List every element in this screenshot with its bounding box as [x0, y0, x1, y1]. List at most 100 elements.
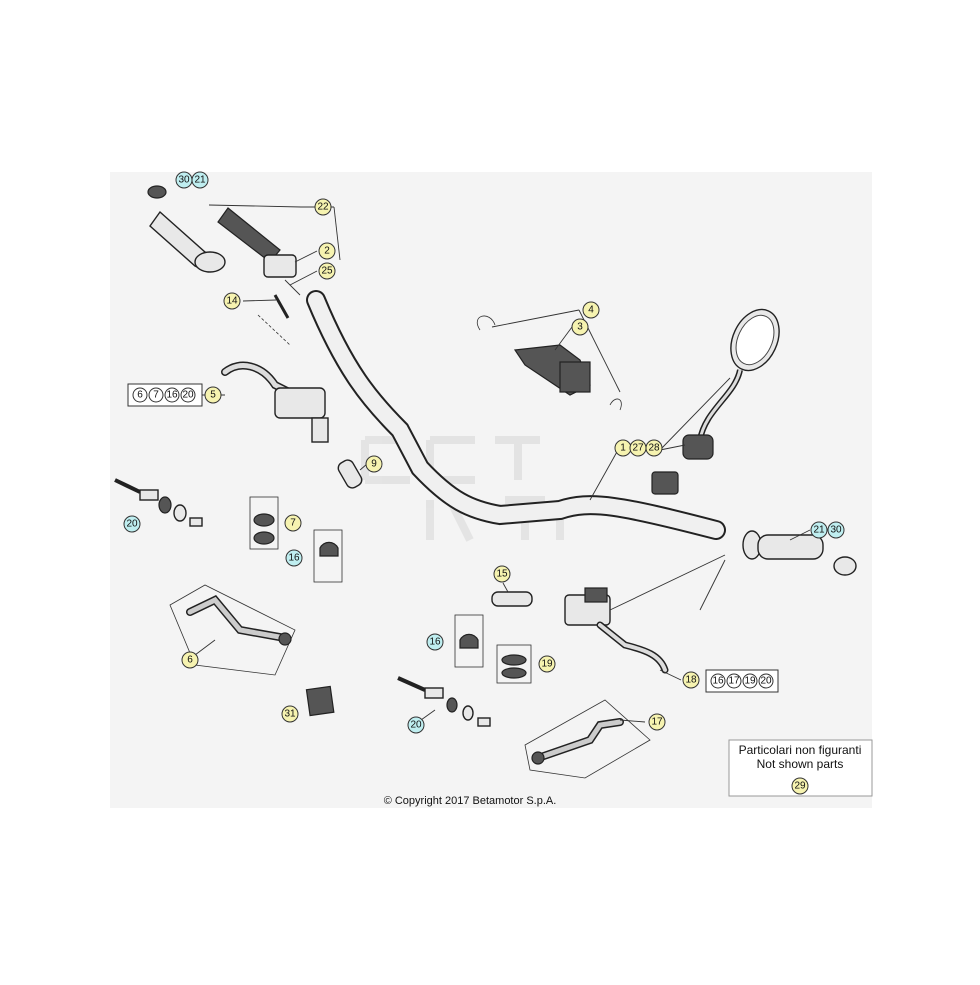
kit-number: 20: [760, 676, 772, 687]
kit-number: 17: [728, 676, 740, 687]
clamp-kit-19: [496, 644, 532, 684]
callout-31: 31: [281, 705, 299, 723]
callout-number: 20: [410, 720, 422, 731]
callout-16: 16: [426, 633, 444, 651]
callout-number: 15: [496, 569, 508, 580]
callout-number: 28: [648, 443, 660, 454]
callout-circle: [582, 301, 600, 319]
left-grip-assembly: [147, 185, 301, 296]
kit-number: 16: [712, 676, 724, 687]
diagram-panel: [110, 172, 872, 808]
callout-number: 9: [371, 459, 377, 470]
not-shown-parts-box: Particolari non figuranti Not shown part…: [728, 739, 873, 797]
callout-27: 27: [629, 439, 647, 457]
kit-circle: [180, 387, 196, 403]
callout-circle: [314, 198, 332, 216]
callout-6: 6: [181, 651, 199, 669]
adjuster-kit-left: [114, 478, 203, 527]
callout-circle: [426, 633, 444, 651]
pin-14: [257, 294, 291, 346]
copyright-text: © Copyright 2017 Betamotor S.p.A.: [384, 795, 557, 807]
callout-16: 16: [285, 549, 303, 567]
callout-18: 18: [682, 671, 700, 689]
callout-25: 25: [318, 262, 336, 280]
callout-number: 20: [126, 519, 138, 530]
callout-circle: [827, 521, 845, 539]
callout-21: 21: [191, 171, 209, 189]
lever-17: [524, 699, 651, 779]
grip-flange-left: [194, 251, 226, 273]
kit-circle: [148, 387, 164, 403]
callout-22: 22: [314, 198, 332, 216]
callout-circle: [204, 386, 222, 404]
callout-number: 30: [178, 175, 190, 186]
callout-7: 7: [284, 514, 302, 532]
kit-number: 19: [744, 676, 756, 687]
clamp-kit-7: [249, 496, 279, 550]
callout-number: 21: [194, 175, 206, 186]
callout-number: 19: [541, 659, 553, 670]
callout-circle: [648, 713, 666, 731]
callout-number: 7: [290, 518, 296, 529]
kit-number: 20: [182, 390, 194, 401]
not-shown-english: Not shown parts: [757, 757, 844, 771]
callout-circle: [682, 671, 700, 689]
adjuster-kit-right: [397, 676, 491, 727]
callout-number: 27: [632, 443, 644, 454]
kit-circle: [758, 673, 774, 689]
callout-30: 30: [827, 521, 845, 539]
left-master-body: [274, 387, 326, 419]
mirror: [651, 308, 780, 495]
clamp-kit-16-left: [313, 529, 343, 583]
callout-number: 18: [685, 675, 697, 686]
right-grip-assembly: [742, 530, 857, 576]
callout-number: 6: [187, 655, 193, 666]
callout-21: 21: [810, 521, 828, 539]
callout-20: 20: [407, 716, 425, 734]
kit-circle: [164, 387, 180, 403]
part-31: [305, 685, 335, 717]
kit-number: 16: [166, 390, 178, 401]
kit-circle: [742, 673, 758, 689]
callout-number: 17: [651, 717, 663, 728]
right-control-assembly: [491, 554, 726, 674]
mirror-adapter: [651, 471, 679, 495]
callout-number: 2: [324, 246, 330, 257]
callout-circle: [810, 521, 828, 539]
kit-circle: [726, 673, 742, 689]
callout-1: 1: [614, 439, 632, 457]
mirror-clamp: [682, 434, 714, 460]
callout-number: 30: [830, 525, 842, 536]
callout-17: 17: [648, 713, 666, 731]
callout-circle: [285, 549, 303, 567]
callout-circle: [318, 242, 336, 260]
lever-6: [169, 584, 296, 676]
handlebar: [306, 290, 726, 540]
callout-number: 21: [813, 525, 825, 536]
callout-circle: [281, 705, 299, 723]
callout-28: 28: [645, 439, 663, 457]
callout-circle: [645, 439, 663, 457]
throttle-housing: [263, 254, 297, 278]
callout-30: 30: [175, 171, 193, 189]
grip-right: [757, 534, 824, 560]
callout-19: 19: [538, 655, 556, 673]
callout-number: 3: [577, 322, 583, 333]
callout-number: 16: [288, 553, 300, 564]
kit-number: 7: [153, 390, 159, 401]
callout-number: 31: [284, 709, 296, 720]
callout-number: 14: [226, 296, 238, 307]
callout-number: 16: [429, 637, 441, 648]
sleeve-15: [491, 591, 533, 607]
callout-number: 1: [620, 443, 626, 454]
callout-circle: [365, 455, 383, 473]
callout-20: 20: [123, 515, 141, 533]
bar-end-cap-left: [147, 185, 167, 199]
callout-number: 5: [210, 390, 216, 401]
callout-circle: [791, 777, 809, 795]
handlebar-clamps: [477, 315, 622, 411]
